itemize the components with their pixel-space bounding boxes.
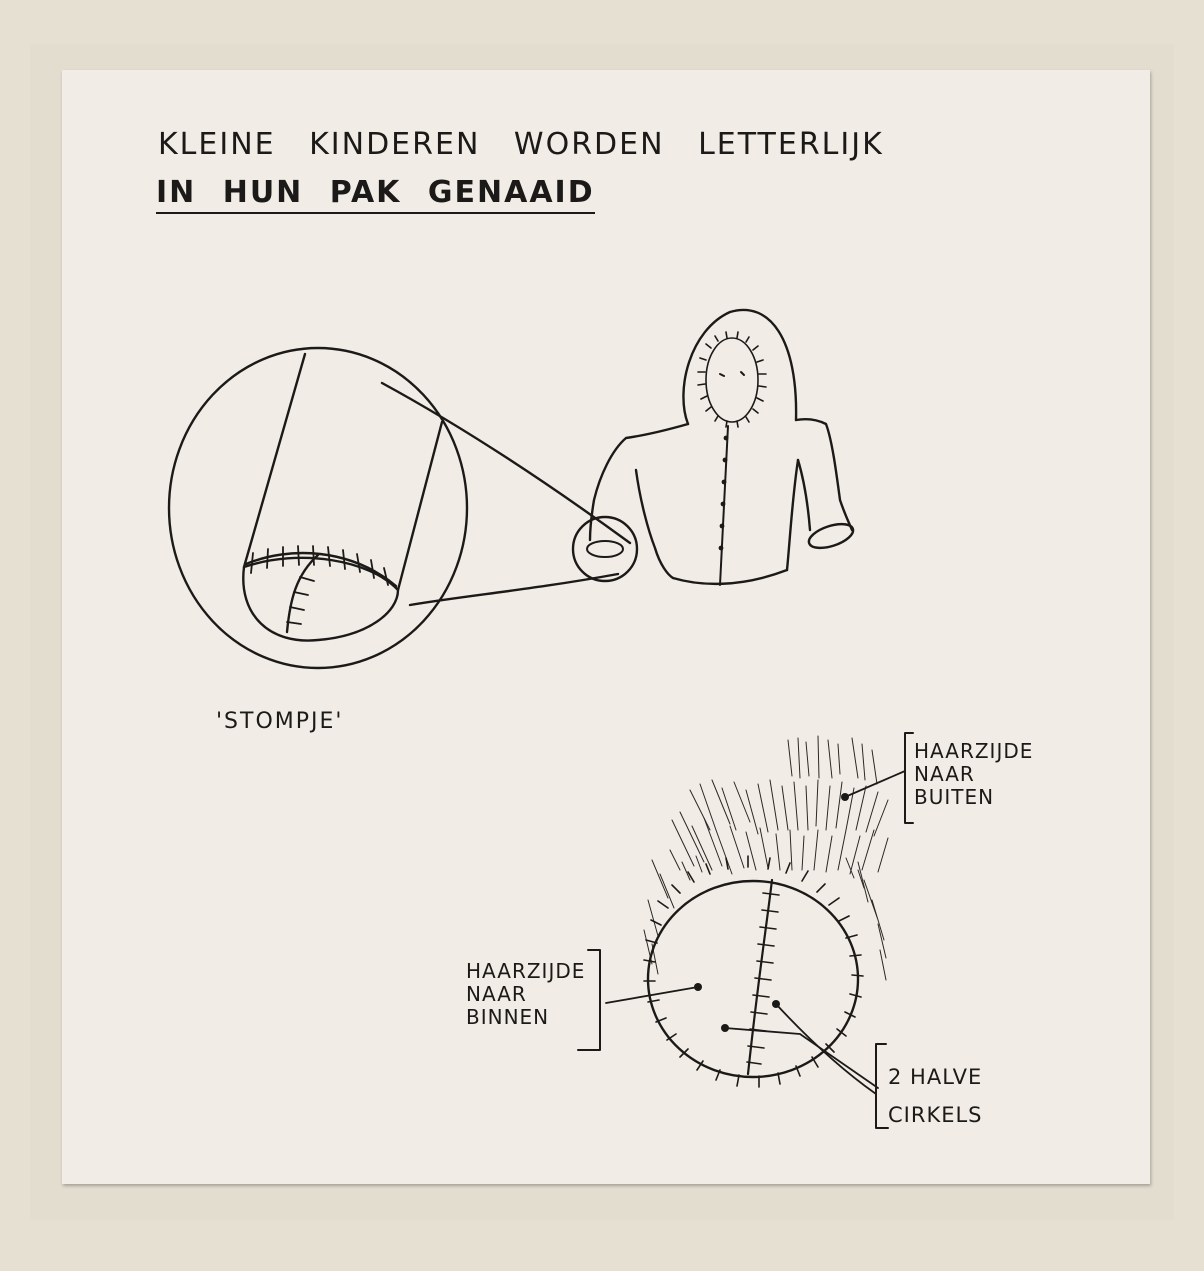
leader-hair-outside bbox=[844, 770, 906, 798]
left-shoulder-sleeve bbox=[588, 422, 690, 542]
left-eye bbox=[719, 373, 725, 377]
hooded-suit-illustration bbox=[588, 308, 855, 586]
label-line: HAARZIJDE bbox=[914, 739, 1034, 763]
label-line: NAAR bbox=[466, 982, 527, 1006]
sleeve-left-edge bbox=[242, 352, 307, 569]
zoom-line-bottom bbox=[408, 572, 620, 607]
leader-half-right bbox=[775, 1003, 877, 1095]
right-arm-inner bbox=[796, 458, 812, 532]
sole-edge-stitches bbox=[643, 855, 864, 1088]
label-line: HAARZIJDE bbox=[466, 959, 586, 983]
leader-half-left bbox=[724, 1027, 879, 1089]
stump-end bbox=[242, 556, 400, 642]
bracket-two-halves bbox=[875, 1043, 889, 1129]
fur-sole-illustration bbox=[605, 735, 906, 1095]
stump-seam-cross-stitches bbox=[286, 576, 315, 625]
leader-hair-inside bbox=[605, 986, 699, 1004]
label-line: 2 HALVE bbox=[888, 1065, 983, 1089]
stump-seam-stitches bbox=[250, 545, 389, 586]
suit-hem bbox=[671, 568, 789, 586]
hood-outline bbox=[682, 308, 798, 426]
label-line: BINNEN bbox=[466, 1005, 550, 1029]
magnified-stump-illustration bbox=[167, 346, 632, 670]
title-line-1: KLEINE KINDEREN WORDEN LETTERLIJK bbox=[158, 127, 884, 162]
label-line: BUITEN bbox=[914, 785, 995, 809]
bracket-hair-outside bbox=[904, 732, 914, 824]
title-line-2: IN HUN PAK GENAAID bbox=[156, 178, 595, 214]
label-hair-outside: HAARZIJDE NAAR BUITEN bbox=[914, 740, 1033, 809]
suit-buttons bbox=[718, 435, 729, 551]
fur-hatching bbox=[643, 735, 889, 981]
face-opening bbox=[705, 337, 759, 423]
sole-center-seam bbox=[746, 878, 774, 1076]
label-line: NAAR bbox=[914, 762, 975, 786]
label-line: CIRKELS bbox=[888, 1103, 983, 1127]
label-two-halves: 2 HALVE CIRKELS bbox=[888, 1058, 983, 1134]
sleeve-right-edge bbox=[396, 420, 444, 592]
suit-right-side bbox=[785, 458, 800, 572]
left-arm-inner bbox=[634, 468, 675, 580]
fur-trim-hatching bbox=[697, 331, 767, 428]
sole-circle bbox=[646, 879, 860, 1079]
bracket-hair-inside bbox=[577, 949, 601, 1051]
stump-seam-horizontal bbox=[244, 551, 398, 588]
magnifier-circle bbox=[167, 346, 469, 670]
paper-sheet bbox=[62, 70, 1150, 1184]
right-eye bbox=[740, 371, 745, 376]
zoom-circle-on-sleeve bbox=[571, 515, 639, 583]
label-hair-inside: HAARZIJDE NAAR BINNEN bbox=[466, 960, 585, 1029]
stump-caption: 'STOMPJE' bbox=[216, 709, 344, 734]
right-shoulder-sleeve bbox=[794, 418, 854, 532]
right-sleeve-end bbox=[807, 522, 855, 550]
